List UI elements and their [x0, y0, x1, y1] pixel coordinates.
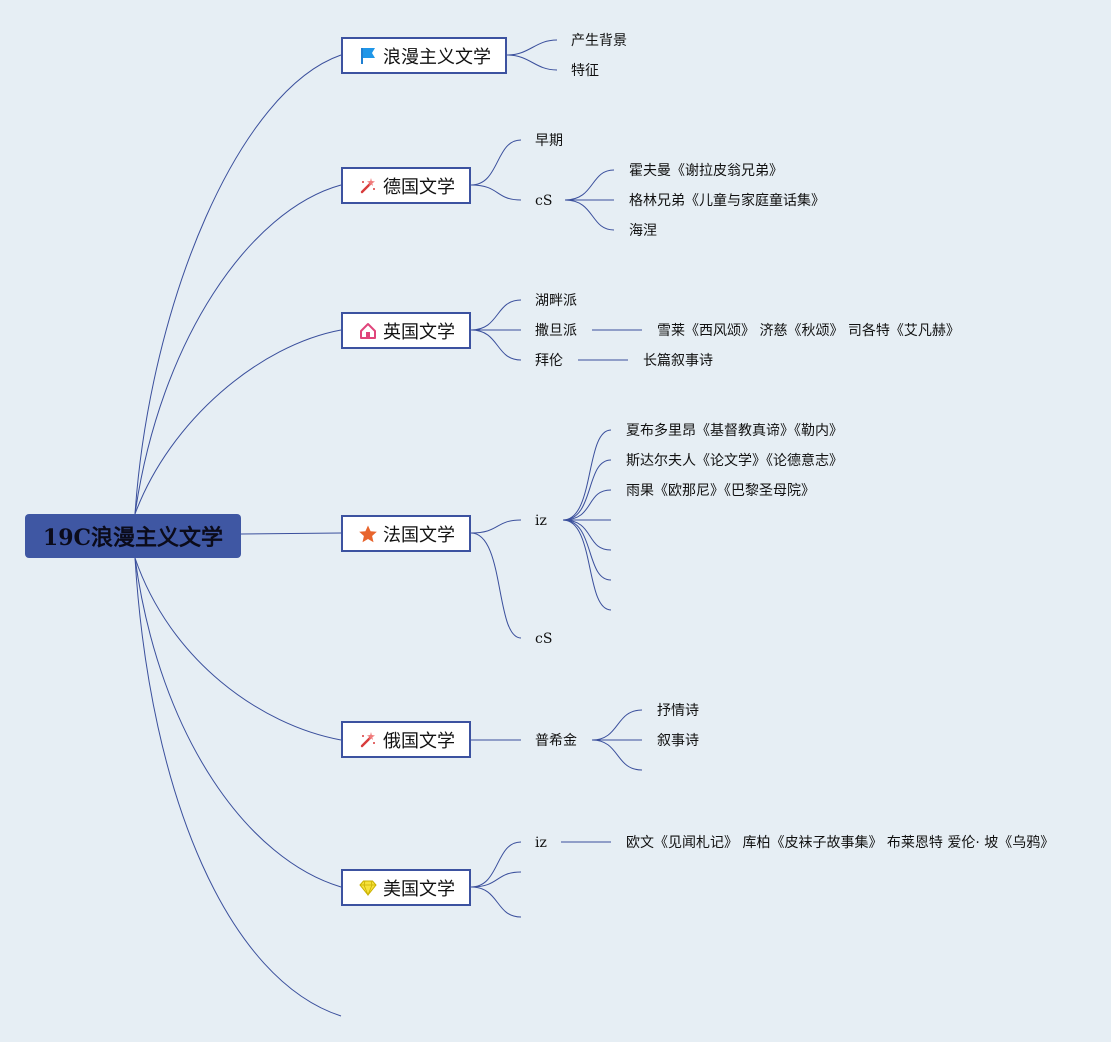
link-b1-bg — [506, 39, 558, 56]
branch-label: 法国文学 — [383, 524, 455, 546]
leaf-us-iz[interactable]: iz — [535, 835, 547, 851]
link-root-b2 — [134, 184, 342, 515]
link-iz-chat — [562, 429, 612, 521]
leaf-de-cs[interactable]: cS — [535, 193, 553, 209]
root-topic[interactable]: 19C浪漫主义文学 — [25, 514, 241, 558]
branch-american-lit[interactable]: 美国文学 — [341, 869, 471, 906]
link-root-b5 — [134, 557, 342, 741]
branch-label: 俄国文学 — [383, 730, 455, 752]
link-root-extra — [134, 557, 342, 1017]
leaf-en-satanic-works[interactable]: 雪莱《西风颂》 济慈《秋颂》 司各特《艾凡赫》 — [657, 323, 960, 339]
link-iz-blank2 — [562, 519, 612, 551]
branch-label: 浪漫主义文学 — [383, 46, 491, 68]
leaf-en-byron-works[interactable]: 长篇叙事诗 — [643, 353, 713, 369]
branch-german-lit[interactable]: 德国文学 — [341, 167, 471, 204]
branch-french-lit[interactable]: 法国文学 — [341, 515, 471, 552]
branch-romanticism[interactable]: 浪漫主义文学 — [341, 37, 507, 74]
leaf-fr-chateaubriand[interactable]: 夏布多里昂《基督教真谛》《勒内》 — [626, 423, 843, 439]
blue-flag-icon — [357, 45, 379, 67]
link-iz-stael — [562, 459, 612, 521]
link-b1-feature — [506, 54, 558, 71]
leaf-us-works[interactable]: 欧文《见闻札记》 库柏《皮袜子故事集》 布莱恩特 爱伦· 坡《乌鸦》 — [626, 835, 1055, 851]
link-b6-blank2 — [470, 886, 522, 918]
link-iz-blank4 — [562, 519, 612, 611]
link-root-b6 — [134, 557, 342, 888]
link-b4-cs — [470, 532, 522, 639]
link-iz-blank3 — [562, 519, 612, 581]
link-b4-iz — [470, 519, 522, 534]
link-root-b4 — [240, 532, 342, 535]
link-root-b3 — [134, 329, 342, 515]
branch-russian-lit[interactable]: 俄国文学 — [341, 721, 471, 758]
leaf-de-heine[interactable]: 海涅 — [629, 223, 657, 239]
branch-label: 德国文学 — [383, 176, 455, 198]
leaf-de-early[interactable]: 早期 — [535, 133, 563, 149]
leaf-en-satanic[interactable]: 撒旦派 — [535, 323, 577, 339]
link-cs-heine — [564, 199, 615, 231]
link-iz-hugo — [562, 489, 612, 521]
branch-label: 美国文学 — [383, 878, 455, 900]
link-push-lyric — [591, 709, 643, 741]
leaf-features[interactable]: 特征 — [571, 63, 599, 79]
link-cs-hoff — [564, 169, 615, 201]
star-icon — [357, 523, 379, 545]
link-b3-byron — [470, 329, 522, 361]
leaf-fr-cs[interactable]: cS — [535, 631, 553, 647]
link-b6-blank1 — [470, 871, 522, 888]
leaf-de-grimm[interactable]: 格林兄弟《儿童与家庭童话集》 — [629, 193, 825, 209]
house-icon — [357, 320, 379, 342]
link-b6-iz — [470, 841, 522, 888]
magic-wand-icon — [357, 729, 379, 751]
leaf-ru-narrative[interactable]: 叙事诗 — [657, 733, 699, 749]
diamond-icon — [357, 877, 379, 899]
branch-label: 英国文学 — [383, 321, 455, 343]
leaf-background[interactable]: 产生背景 — [571, 33, 627, 49]
leaf-ru-lyric[interactable]: 抒情诗 — [657, 703, 699, 719]
leaf-en-lake-poets[interactable]: 湖畔派 — [535, 293, 577, 309]
leaf-de-hoffmann[interactable]: 霍夫曼《谢拉皮翁兄弟》 — [629, 163, 783, 179]
link-b2-cs — [470, 184, 522, 201]
leaf-fr-iz[interactable]: iz — [535, 513, 547, 529]
magic-wand-icon — [357, 175, 379, 197]
link-push-blank — [591, 739, 643, 771]
link-root-b1 — [134, 54, 342, 515]
leaf-fr-stael[interactable]: 斯达尔夫人《论文学》《论德意志》 — [626, 453, 843, 469]
leaf-ru-pushkin[interactable]: 普希金 — [535, 733, 577, 749]
leaf-fr-hugo[interactable]: 雨果《欧那尼》《巴黎圣母院》 — [626, 483, 815, 499]
link-b3-lake — [470, 299, 522, 331]
branch-english-lit[interactable]: 英国文学 — [341, 312, 471, 349]
link-b2-early — [470, 139, 522, 186]
leaf-en-byron[interactable]: 拜伦 — [535, 353, 563, 369]
